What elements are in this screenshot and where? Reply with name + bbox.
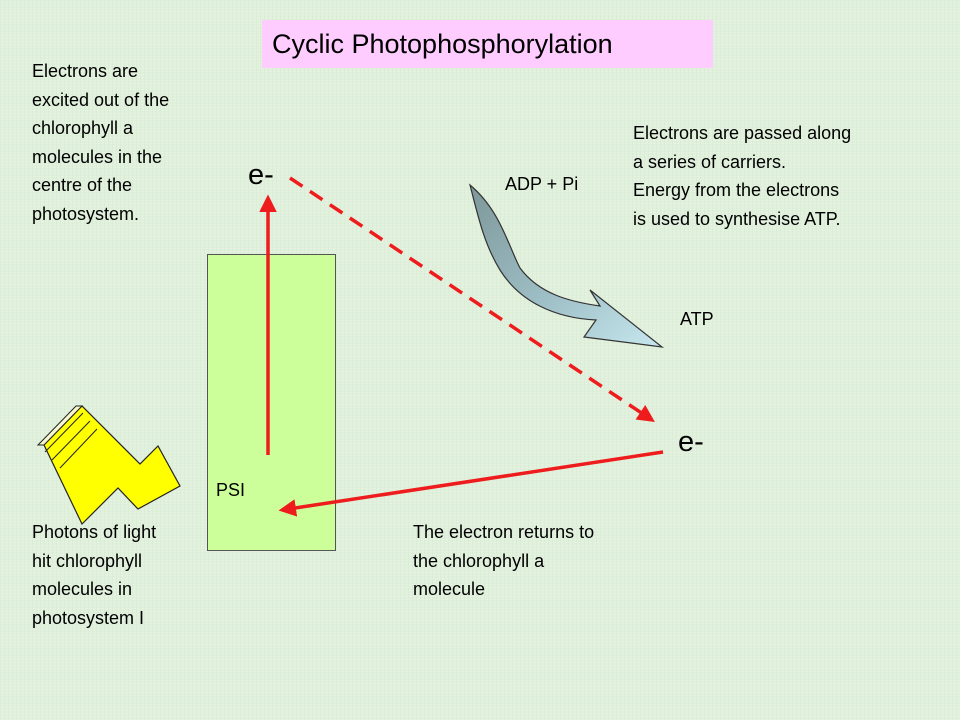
psi-label: PSI — [216, 480, 246, 500]
photons-text: Photons of light hit chlorophyll molecul… — [32, 518, 156, 632]
photons-line-2: hit chlorophyll — [32, 550, 143, 571]
excited-line-1: Electrons are — [32, 61, 139, 81]
electron-carrier-dashed-arrow — [289, 176, 655, 422]
excited-line-5: centre of the — [32, 175, 133, 195]
photons-line-4: photosystem I — [32, 607, 145, 628]
atp-label: ATP — [680, 309, 714, 329]
returns-text: The electron returns to the chlorophyll … — [413, 518, 594, 604]
carriers-line-4: is used to synthesise ATP. — [633, 208, 841, 229]
excited-line-2: excited out of the — [32, 89, 170, 110]
light-beam-arrow-icon — [36, 405, 181, 526]
photons-line-1: Photons of light — [32, 522, 157, 542]
electron-label-right: e- — [678, 426, 704, 458]
returns-line-1: The electron returns to — [413, 522, 595, 542]
returns-line-3: molecule — [413, 579, 486, 599]
page-title: Cyclic Photophosphorylation — [272, 29, 613, 59]
adp-label: ADP + Pi — [505, 174, 579, 194]
title-box: Cyclic Photophosphorylation — [262, 20, 713, 68]
carriers-text: Electrons are passed along a series of c… — [633, 119, 851, 233]
curved-atp-arrow-icon — [468, 183, 665, 348]
carriers-line-1: Electrons are passed along — [633, 123, 852, 143]
excited-line-4: molecules in the — [32, 146, 163, 167]
electron-label-top: e- — [248, 159, 274, 191]
photosystem-box — [207, 254, 336, 551]
excited-electrons-text: Electrons are excited out of the chlorop… — [32, 57, 169, 228]
electron-return-arrow — [278, 450, 664, 517]
returns-line-2: the chlorophyll a — [413, 550, 545, 571]
excited-line-3: chlorophyll a — [32, 118, 134, 138]
excited-line-6: photosystem. — [32, 203, 140, 224]
photons-line-3: molecules in — [32, 579, 133, 599]
carriers-line-3: Energy from the electrons — [633, 180, 840, 200]
carriers-line-2: a series of carriers. — [633, 151, 787, 172]
